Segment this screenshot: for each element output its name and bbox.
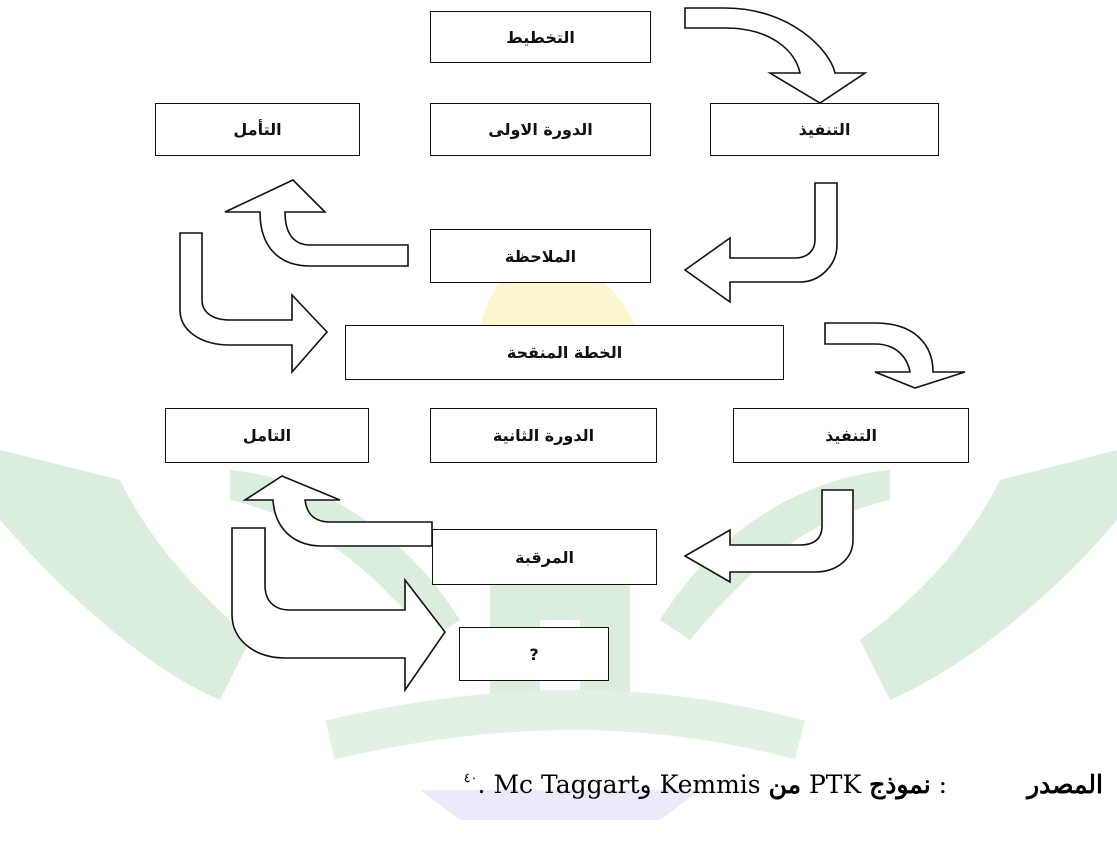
watermark-leaf-right [860, 450, 1117, 700]
caption-ptk: PTK [808, 770, 862, 799]
caption-from-word: من [768, 770, 801, 799]
source-caption: المصدر: نموذج PTK من Kemmis وMc Taggart … [464, 770, 1103, 799]
arrow-reflection-to-next [231, 527, 446, 693]
box-reflection-1: التأمل [155, 103, 360, 156]
box-planning: التخطيط [430, 11, 651, 63]
caption-footnote: ٤٠ [463, 771, 478, 786]
arrow-plan-to-action-1 [684, 7, 868, 104]
caption-and: و [639, 770, 652, 799]
watermark-swoosh [325, 690, 806, 760]
box-next: ? [459, 627, 609, 681]
box-cycle-2: الدورة الثانية [430, 408, 657, 463]
watermark-leaf-left [0, 450, 250, 700]
watermark-base [420, 790, 700, 820]
box-observation-1: الملاحظة [430, 229, 651, 283]
caption-author-2: Mc Taggart [493, 770, 640, 799]
box-revised-plan: الخطة المنقحة [345, 325, 784, 380]
arrow-action-to-observation-2 [683, 489, 854, 584]
box-cycle-1: الدورة الاولى [430, 103, 651, 156]
arrow-action-to-observation-1 [683, 182, 838, 304]
caption-label: المصدر [1027, 770, 1103, 799]
arrow-observation-to-reflection-1 [224, 179, 409, 267]
arrow-observation-to-reflection-2 [242, 475, 433, 547]
box-observation-2: المرقبة [432, 529, 657, 585]
box-action-1: التنفيذ [710, 103, 939, 156]
arrow-revised-plan-to-action-2 [824, 322, 966, 389]
caption-author-1: Kemmis [659, 770, 761, 799]
caption-period: . [477, 770, 486, 799]
arrow-reflection-to-revised-plan [179, 232, 329, 375]
caption-colon: : [938, 770, 948, 799]
caption-model-word: نموذج [869, 770, 931, 799]
box-reflection-2: التامل [165, 408, 369, 463]
box-action-2: التنفيذ [733, 408, 969, 463]
